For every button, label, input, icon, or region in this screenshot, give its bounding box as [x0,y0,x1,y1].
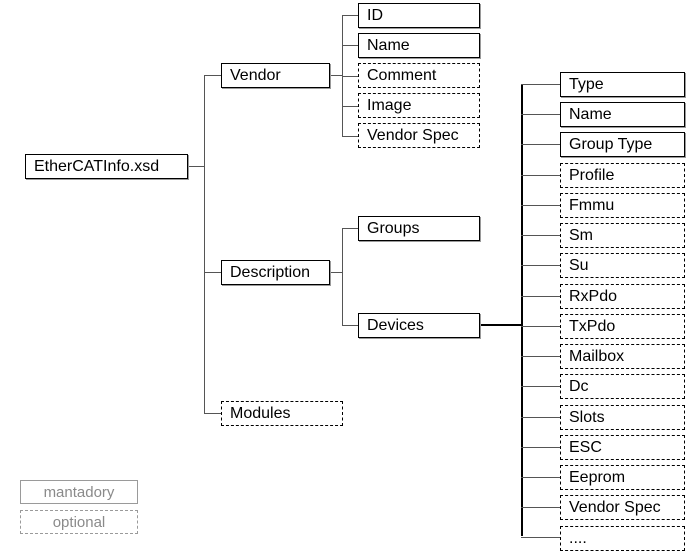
node-device-fmmu[interactable]: Fmmu [560,193,685,218]
edge-description-children-trunk [342,228,343,326]
node-label: EtherCATInfo.xsd [34,157,160,175]
node-label: Modules [230,404,291,422]
node-groups[interactable]: Groups [358,216,480,241]
node-device-type[interactable]: Type [560,72,685,97]
node-device-profile[interactable]: Profile [560,163,685,188]
edge-devices-to-fmmu [521,205,561,206]
edge-description-to-devices [342,325,359,326]
edge-vendor-to-image [342,106,359,107]
node-label: Name [367,36,410,54]
node-device-eeprom[interactable]: Eeprom [560,465,685,490]
edge-to-vendor [204,75,222,76]
edge-level1-trunk [204,75,205,413]
node-label: Profile [569,166,615,184]
edge-vendor-to-comment [342,76,359,77]
edge-devices-stub [481,324,523,326]
edge-vendor-to-name [342,45,359,46]
edge-devices-to-rxpdo [521,296,561,297]
edge-devices-to-sm [521,235,561,236]
edge-devices-to-txpdo [521,326,561,327]
node-label: Vendor Spec [367,126,459,144]
node-label: .... [569,529,587,547]
legend-optional: optional [20,510,138,534]
node-device-txpdo[interactable]: TxPdo [560,314,685,339]
node-device-group-type[interactable]: Group Type [560,132,685,157]
edge-to-description [204,272,222,273]
node-device-slots[interactable]: Slots [560,405,685,430]
node-label: Vendor Spec [569,498,661,516]
legend-mandatory: mantadory [20,480,138,504]
edge-devices-to-profile [521,175,561,176]
node-device-name[interactable]: Name [560,102,685,127]
node-vendor-comment[interactable]: Comment [358,63,480,88]
node-label: Dc [569,377,589,395]
edge-devices-children-trunk [521,84,523,536]
node-ethercatinfo-xsd[interactable]: EtherCATInfo.xsd [25,154,188,179]
node-label: Sm [569,226,593,244]
edge-devices-to-more [521,537,561,538]
node-label: Mailbox [569,347,625,365]
legend-label: optional [52,513,106,531]
node-description[interactable]: Description [221,260,330,285]
node-label: ID [367,6,383,24]
edge-vendor-stub [331,75,343,76]
node-vendor-id[interactable]: ID [358,3,480,28]
node-vendor-vendor-spec[interactable]: Vendor Spec [358,123,480,148]
edge-devices-to-mailbox [521,356,561,357]
node-label: Vendor [230,66,281,84]
node-device-sm[interactable]: Sm [560,223,685,248]
node-label: TxPdo [569,317,616,335]
node-vendor[interactable]: Vendor [221,63,330,88]
edge-vendor-to-vendorspec [342,136,359,137]
node-label: Type [569,75,604,93]
edge-devices-to-su [521,265,561,266]
edge-devices-to-type [521,84,561,85]
node-label: Groups [367,219,420,237]
edge-devices-to-eeprom [521,477,561,478]
node-label: Eeprom [569,468,626,486]
node-label: Su [569,256,589,274]
node-modules[interactable]: Modules [221,401,343,426]
edge-devices-to-name [521,114,561,115]
node-vendor-image[interactable]: Image [358,93,480,118]
legend-label: mantadory [43,483,115,501]
node-device-vendor-spec[interactable]: Vendor Spec [560,495,685,520]
edge-devices-to-vendor-spec [521,507,561,508]
node-label: Slots [569,408,605,426]
node-vendor-name[interactable]: Name [358,33,480,58]
node-label: Name [569,105,612,123]
node-label: ESC [569,438,602,456]
node-label: Group Type [569,135,653,153]
edge-description-stub [331,272,343,273]
edge-root-stub [189,166,205,167]
edge-description-to-groups [342,228,359,229]
node-device-mailbox[interactable]: Mailbox [560,344,685,369]
node-label: Devices [367,316,424,334]
edge-to-modules [204,413,222,414]
edge-devices-to-esc [521,447,561,448]
node-device-rxpdo[interactable]: RxPdo [560,284,685,309]
node-device-su[interactable]: Su [560,253,685,278]
edge-vendor-to-id [342,15,359,16]
node-device-dc[interactable]: Dc [560,374,685,399]
node-device-more[interactable]: .... [560,526,685,551]
node-devices[interactable]: Devices [358,313,480,338]
edge-devices-to-slots [521,417,561,418]
edge-devices-to-dc [521,386,561,387]
node-label: Description [230,263,311,281]
node-device-esc[interactable]: ESC [560,435,685,460]
node-label: RxPdo [569,287,618,305]
node-label: Comment [367,66,437,84]
node-label: Fmmu [569,196,615,214]
edge-devices-to-group-type [521,144,561,145]
node-label: Image [367,96,412,114]
